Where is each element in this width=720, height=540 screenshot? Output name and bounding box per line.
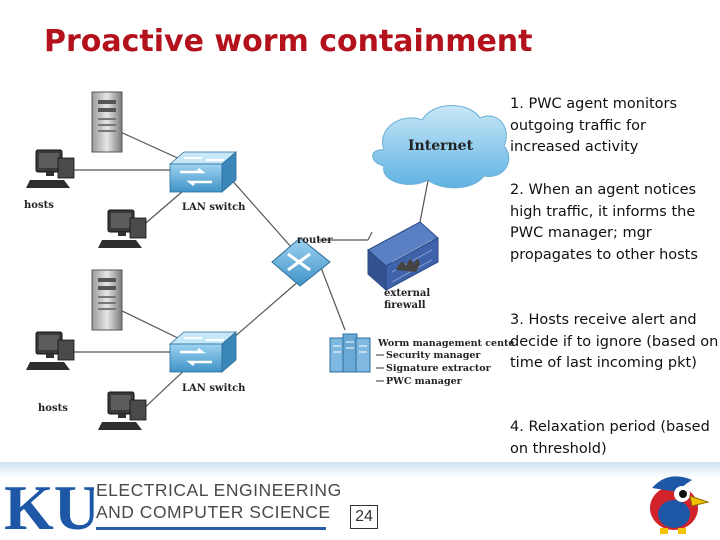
pwc-manager-label: PWC manager [386, 376, 463, 387]
slide-title: Proactive worm containment [44, 24, 533, 59]
department-underline [96, 527, 326, 530]
internet-label: Internet [408, 138, 474, 154]
bullet-point-3: 3. Hosts receive alert and decide if to … [510, 312, 719, 371]
worm-management-center-icon [329, 333, 371, 373]
signature-extractor-label: Signature extractor [386, 363, 492, 374]
worm-center-label: Worm management center [377, 338, 515, 349]
security-manager-label: Security manager [386, 350, 481, 361]
firewall-label-line2: firewall [384, 300, 426, 311]
bullet-point-2: 2. When an agent notices high traffic, i… [510, 182, 698, 263]
lan-switch-label-bottom: LAN switch [182, 383, 246, 394]
computer-icon [97, 209, 147, 249]
jayhawk-mascot-icon [650, 476, 710, 534]
router-label: router [297, 235, 333, 246]
bullet-point-1: 1. PWC agent monitors outgoing traffic f… [510, 96, 678, 155]
svg-text:KU: KU [4, 475, 94, 535]
ku-logo: KU [4, 475, 94, 535]
lan-switch-icon [168, 150, 238, 194]
lan-switch-icon [168, 330, 238, 374]
firewall-label-line1: external [384, 288, 430, 299]
hosts-label-bottom: hosts [38, 403, 68, 414]
network-links [72, 129, 445, 413]
page-number: 24 [350, 505, 378, 529]
lan-switch-label-top: LAN switch [182, 202, 246, 213]
bullet-point-4: 4. Relaxation period (based on threshold… [510, 419, 710, 457]
computer-icon [25, 149, 75, 189]
network-diagram: hosts LAN switch Internet router externa… [24, 91, 515, 431]
computer-icon [97, 391, 147, 431]
department-name: ELECTRICAL ENGINEERING AND COMPUTER SCIE… [96, 479, 342, 523]
computer-icon [25, 331, 75, 371]
hosts-label-top: hosts [24, 200, 54, 211]
department-line-2: AND COMPUTER SCIENCE [96, 502, 331, 522]
department-line-1: ELECTRICAL ENGINEERING [96, 480, 342, 500]
firewall-icon [367, 221, 439, 292]
router-icon [271, 237, 331, 287]
server-tower-icon [91, 91, 123, 153]
server-tower-icon [91, 269, 123, 331]
internet-cloud-icon [372, 105, 510, 189]
